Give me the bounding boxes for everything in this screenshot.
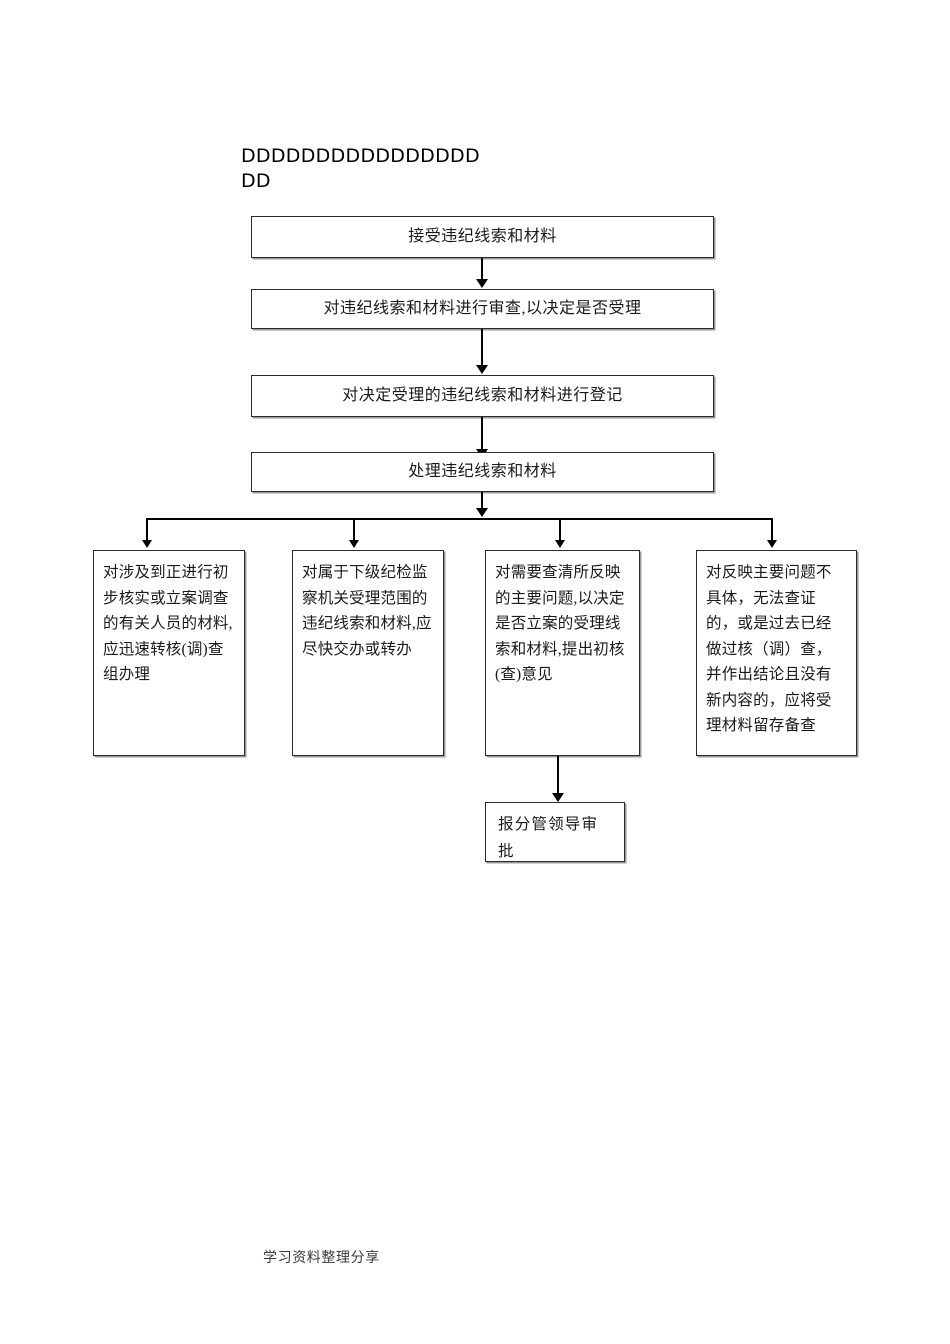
connector-step3-step4: [481, 417, 483, 451]
terminal-box-approval[interactable]: 报分管领导审批: [485, 802, 625, 862]
connector-step4-bus: [481, 492, 483, 516]
process-box-step1[interactable]: 接受违纪线索和材料: [251, 216, 714, 258]
process-box-step4[interactable]: 处理违纪线索和材料: [251, 452, 714, 492]
branch-box-4[interactable]: 对反映主要问题不具体，无法查证的，或是过去已经做过核（调）查，并作出结论且没有新…: [696, 550, 857, 756]
footer-note: 学习资料整理分享: [263, 1251, 380, 1266]
process-box-step3-label: 对决定受理的违纪线索和材料进行登记: [342, 387, 623, 404]
arrowhead-step4-bus: [476, 508, 488, 517]
branch-box-1[interactable]: 对涉及到正进行初步核实或立案调查的有关人员的材料,应迅速转核(调)查组办理: [93, 550, 245, 756]
arrowhead-branch3-terminal: [552, 793, 564, 802]
arrowhead-branch-4: [767, 540, 777, 548]
connector-step1-step2: [481, 258, 483, 281]
branch-leg-1: [146, 518, 148, 542]
branch-bus-line: [146, 518, 772, 520]
branch-box-4-label: 对反映主要问题不具体，无法查证的，或是过去已经做过核（调）查，并作出结论且没有新…: [706, 564, 832, 734]
branch-leg-2: [353, 518, 355, 542]
process-box-step3[interactable]: 对决定受理的违纪线索和材料进行登记: [251, 375, 714, 417]
arrowhead-branch-1: [142, 540, 152, 548]
arrowhead-step1-step2: [476, 279, 488, 288]
connector-branch3-terminal: [557, 756, 559, 796]
branch-box-1-label: 对涉及到正进行初步核实或立案调查的有关人员的材料,应迅速转核(调)查组办理: [103, 564, 233, 683]
arrowhead-branch-2: [349, 540, 359, 548]
branch-leg-3: [559, 518, 561, 542]
document-title: DDDDDDDDDDDDDDDD DD: [241, 145, 480, 192]
process-box-step4-label: 处理违纪线索和材料: [408, 463, 557, 480]
branch-box-3[interactable]: 对需要查清所反映的主要问题,以决定是否立案的受理线索和材料,提出初核(查)意见: [485, 550, 640, 756]
branch-box-2-label: 对属于下级纪检监察机关受理范围的违纪线索和材料,应尽快交办或转办: [302, 564, 432, 658]
process-box-step1-label: 接受违纪线索和材料: [408, 228, 557, 245]
arrowhead-branch-3: [555, 540, 565, 548]
process-box-step2-label: 对违纪线索和材料进行审查,以决定是否受理: [323, 300, 642, 317]
terminal-box-approval-label: 报分管领导审批: [498, 816, 599, 860]
connector-step2-step3: [481, 329, 483, 367]
branch-leg-4: [771, 518, 773, 542]
process-box-step2[interactable]: 对违纪线索和材料进行审查,以决定是否受理: [251, 289, 714, 329]
branch-box-2[interactable]: 对属于下级纪检监察机关受理范围的违纪线索和材料,应尽快交办或转办: [292, 550, 444, 756]
arrowhead-step2-step3: [476, 365, 488, 374]
branch-box-3-label: 对需要查清所反映的主要问题,以决定是否立案的受理线索和材料,提出初核(查)意见: [495, 564, 625, 683]
